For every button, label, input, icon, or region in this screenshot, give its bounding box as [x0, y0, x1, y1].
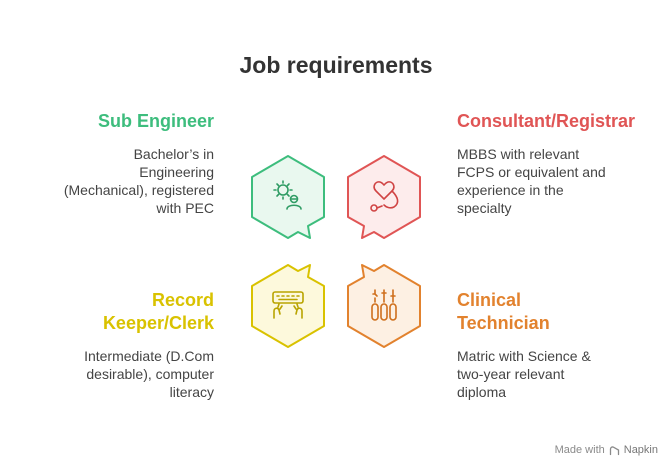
record-keeper-hexagon: [250, 262, 326, 350]
desc-line: Engineering: [139, 164, 214, 180]
record-keeper-heading: Record Keeper/Clerk: [40, 289, 214, 335]
record-keeper-description: Intermediate (D.Com desirable), computer…: [40, 347, 214, 401]
record-keeper-block: Record Keeper/Clerk Intermediate (D.Com …: [40, 289, 214, 401]
heading-line: Record: [151, 290, 214, 310]
consultant-block: Consultant/Registrar MBBS with relevant …: [457, 110, 657, 217]
test-tubes-icon: [371, 289, 397, 321]
clinical-technician-hexagon: [346, 262, 422, 350]
desc-line: FCPS or equivalent and: [457, 164, 606, 180]
sub-engineer-heading: Sub Engineer: [97, 111, 214, 131]
watermark-brand: Napkin: [623, 444, 658, 456]
napkin-logo-icon: [609, 445, 619, 455]
sub-engineer-description: Bachelor’s in Engineering (Mechanical), …: [40, 145, 214, 217]
stethoscope-heart-icon: [370, 181, 399, 212]
watermark-prefix: Made with: [554, 444, 605, 456]
heading-line: Clinical: [457, 290, 522, 310]
heading-line: Technician: [457, 313, 550, 333]
desc-line: diploma: [457, 384, 507, 400]
clinical-technician-block: Clinical Technician Matric with Science …: [457, 289, 657, 401]
consultant-description: MBBS with relevant FCPS or equivalent an…: [457, 145, 657, 217]
desc-line: (Mechanical), registered: [63, 182, 214, 198]
desc-line: MBBS with relevant: [457, 146, 580, 162]
napkin-watermark: Made with Napkin: [555, 444, 658, 456]
desc-line: experience in the: [457, 182, 564, 198]
page-title: Job requirements: [239, 52, 433, 78]
heading-line: Keeper/Clerk: [102, 313, 214, 333]
sub-engineer-hexagon: [250, 153, 326, 241]
keyboard-typing-icon: [272, 291, 304, 319]
consultant-hexagon: [346, 153, 422, 241]
clinical-technician-description: Matric with Science & two-year relevant …: [457, 347, 657, 401]
clinical-technician-heading: Clinical Technician: [457, 289, 657, 335]
desc-line: literacy: [169, 384, 214, 400]
consultant-heading: Consultant/Registrar: [457, 111, 636, 131]
desc-line: specialty: [457, 200, 512, 216]
desc-line: Intermediate (D.Com: [84, 348, 214, 364]
desc-line: with PEC: [156, 200, 214, 216]
sub-engineer-block: Sub Engineer Bachelor’s in Engineering (…: [40, 110, 214, 217]
desc-line: desirable), computer: [86, 366, 214, 382]
desc-line: Bachelor’s in: [133, 146, 214, 162]
gear-person-icon: [273, 180, 302, 210]
desc-line: Matric with Science &: [457, 348, 591, 364]
desc-line: two-year relevant: [457, 366, 565, 382]
